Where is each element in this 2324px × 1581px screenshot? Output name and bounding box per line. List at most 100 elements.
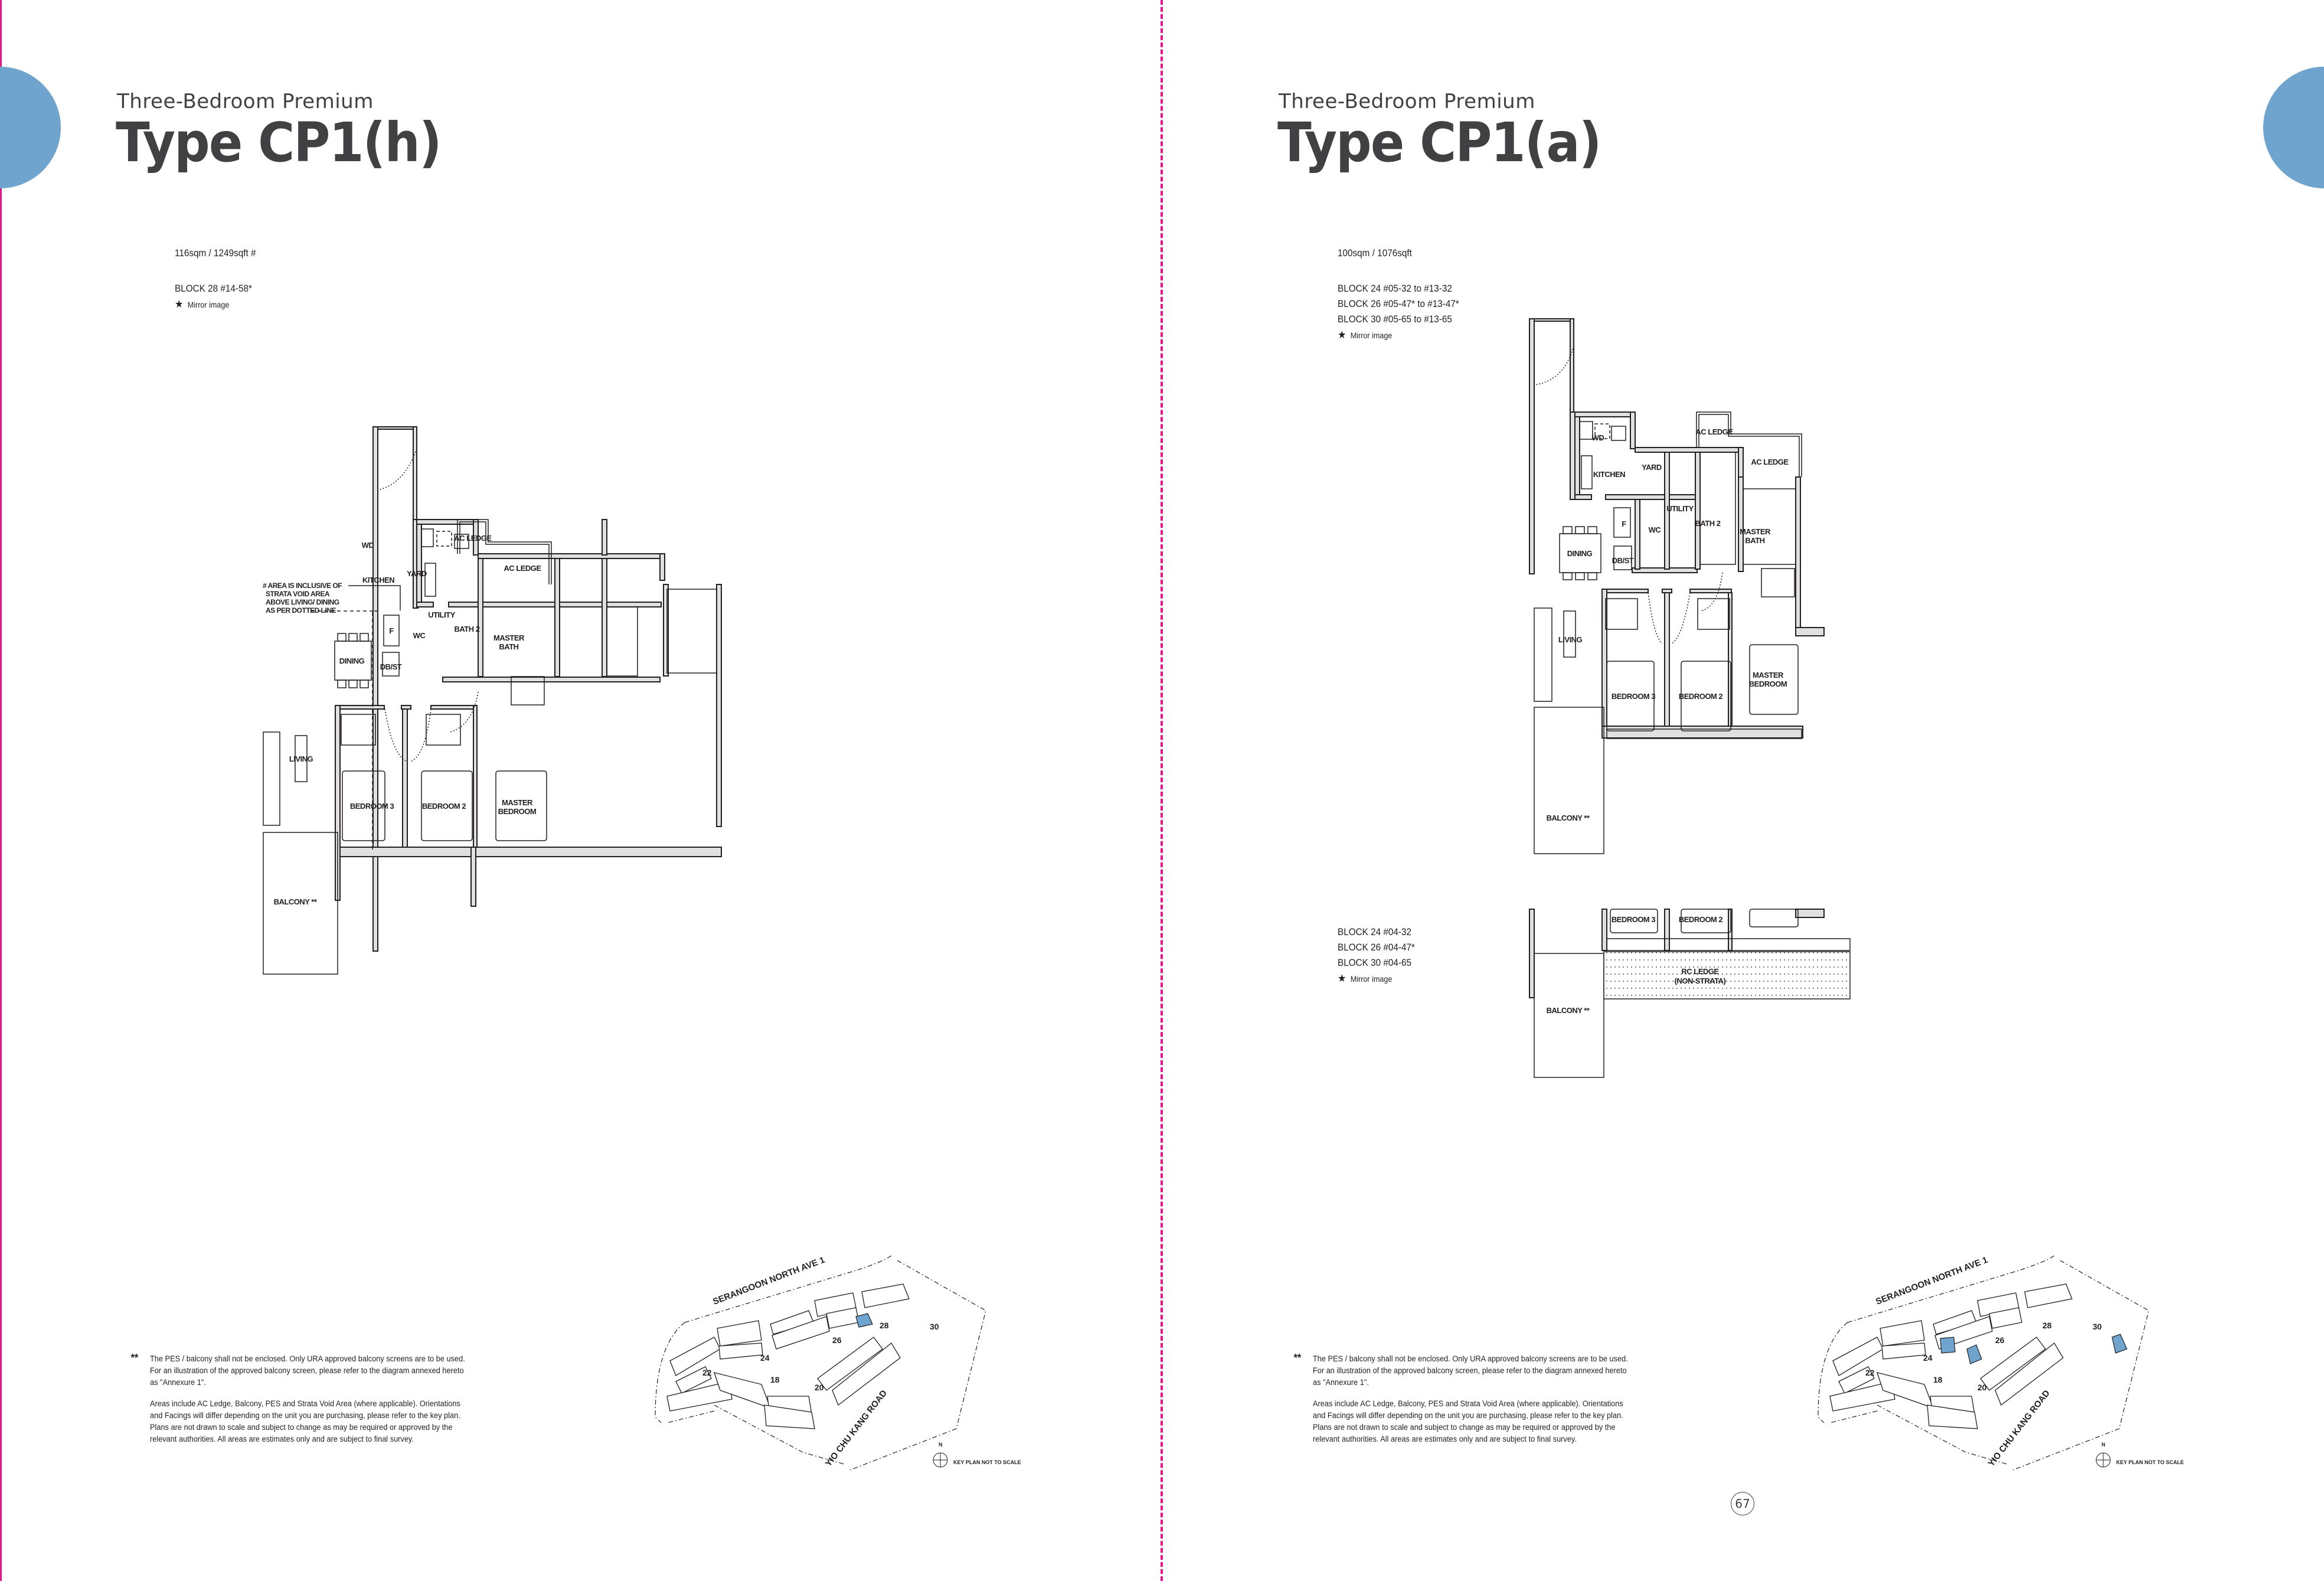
road-label-south: YIO CHU KANG ROAD — [1986, 1388, 2052, 1468]
room-label-bath2: BATH 2 — [1695, 519, 1721, 528]
left-page: Three-Bedroom Premium Type CP1(h) 116sqm… — [0, 0, 1161, 1581]
room-label-ac-ledge-2: AC LEDGE — [1751, 458, 1789, 466]
mirror-note: ★Mirror image — [1338, 972, 1393, 984]
footnotes: ** The PES / balcony shall not be enclos… — [131, 1352, 469, 1455]
block-label: 24 — [1923, 1353, 1933, 1363]
double-star-marker: ** — [1293, 1352, 1302, 1364]
block-label: 18 — [1933, 1375, 1943, 1384]
floor-plan-drawing: WD KITCHEN YARD UTILITY AC LEDGE AC LEDG… — [1529, 318, 1851, 1078]
block-label: 20 — [1977, 1383, 1987, 1392]
block-label: 30 — [2093, 1322, 2102, 1331]
block-label: 18 — [770, 1375, 780, 1384]
unit-info: 116sqm / 1249sqft # BLOCK 28 #14-58* ★Mi… — [175, 246, 256, 312]
double-star-marker: ** — [130, 1352, 139, 1364]
block-entry: BLOCK 24 #05-32 to #13-32 — [1338, 283, 1452, 294]
star-icon: ★ — [1338, 329, 1346, 341]
floor-plan-cp1h: WD KITCHEN YARD UTILITY AC LEDGE AC LEDG… — [254, 413, 962, 1004]
unit-area: 116sqm / 1249sqft # — [175, 247, 256, 259]
room-label-master-bath-2: BATH — [1745, 536, 1764, 545]
room-label-living: LIVING — [1558, 635, 1583, 644]
room-label-dining: DINING — [339, 656, 365, 665]
room-label-bedroom3-lower: BEDROOM 3 — [1612, 915, 1656, 924]
block-list-lower: BLOCK 24 #04-32 BLOCK 26 #04-47* BLOCK 3… — [1338, 925, 1415, 971]
room-label-wc: WC — [413, 631, 426, 640]
room-label-rc-ledge-non-strata: (NON-STRATA) — [1675, 976, 1726, 985]
room-label-kitchen: KITCHEN — [1593, 470, 1625, 479]
north-arrow-icon — [2096, 1452, 2111, 1468]
room-label-bedroom3: BEDROOM 3 — [1612, 692, 1656, 701]
center-fold-line — [1161, 0, 1163, 1581]
block-entry: BLOCK 28 #14-58* — [175, 283, 252, 294]
road-label-south: YIO CHU KANG ROAD — [823, 1388, 889, 1468]
room-label-bedroom2: BEDROOM 2 — [1679, 692, 1723, 701]
block-label: 28 — [880, 1321, 889, 1330]
room-label-master-bath-2: BATH — [499, 642, 518, 651]
room-label-kitchen: KITCHEN — [362, 576, 394, 584]
footnote-balcony: The PES / balcony shall not be enclosed.… — [150, 1354, 465, 1387]
strata-note-line: STRATA VOID AREA — [266, 590, 330, 598]
north-label: N — [939, 1442, 943, 1448]
room-label-wd: WD — [1592, 433, 1604, 442]
room-label-living: LIVING — [289, 754, 313, 763]
room-label-balcony: BALCONY ** — [274, 897, 318, 906]
mirror-note: ★Mirror image — [1338, 329, 1393, 341]
room-label-balcony-lower: BALCONY ** — [1547, 1006, 1590, 1015]
key-plan: SERANGOON NORTH AVE 1 YIO CHU KANG ROAD … — [1812, 1228, 2202, 1479]
unit-type-title: Type CP1(h) — [116, 111, 442, 174]
room-label-rc-ledge: RC LEDGE — [1681, 967, 1719, 976]
unit-category: Three-Bedroom Premium — [1279, 90, 1535, 113]
highlighted-unit-65 — [2111, 1334, 2127, 1354]
north-label: N — [2101, 1442, 2106, 1448]
unit-info: 100sqm / 1076sqft BLOCK 24 #05-32 to #13… — [1338, 246, 1459, 343]
block-entry: BLOCK 24 #04-32 — [1338, 926, 1412, 938]
block-label: 22 — [702, 1368, 712, 1377]
key-plan-map: SERANGOON NORTH AVE 1 YIO CHU KANG ROAD … — [655, 1255, 1021, 1471]
room-label-dbst: DB/ST — [380, 662, 402, 671]
key-plan: SERANGOON NORTH AVE 1 YIO CHU KANG ROAD … — [649, 1228, 1039, 1479]
key-plan-scale-note: KEY PLAN NOT TO SCALE — [953, 1459, 1021, 1465]
star-icon: ★ — [1338, 972, 1346, 984]
room-label-wd: WD — [362, 541, 374, 550]
right-page: Three-Bedroom Premium Type CP1(a) 100sqm… — [1163, 0, 2324, 1581]
room-label-ac-ledge-1: AC LEDGE — [454, 534, 492, 543]
road-label-north: SERANGOON NORTH AVE 1 — [711, 1255, 826, 1307]
block-label: 22 — [1865, 1368, 1875, 1377]
page-edge-marker — [0, 0, 2, 1581]
room-label-dining: DINING — [1567, 549, 1593, 558]
footnote-areas: Areas include AC Ledge, Balcony, PES and… — [1313, 1399, 1623, 1444]
room-label-master-bedroom-1: MASTER — [1753, 671, 1784, 680]
highlighted-unit-58 — [855, 1313, 873, 1328]
block-label: 20 — [815, 1383, 824, 1392]
room-label-dbst: DB/ST — [1612, 556, 1634, 565]
strata-note-line: AS PER DOTTED LINE — [266, 606, 336, 615]
strata-note-leader — [348, 585, 401, 610]
room-label-master-bath-1: MASTER — [493, 633, 525, 642]
room-label-yard: YARD — [407, 569, 427, 578]
footnote-areas: Areas include AC Ledge, Balcony, PES and… — [150, 1399, 460, 1444]
highlighted-unit-32 — [1940, 1337, 1956, 1354]
block-list: BLOCK 28 #14-58* — [175, 281, 256, 296]
footnote-balcony: The PES / balcony shall not be enclosed.… — [1313, 1354, 1628, 1387]
unit-info-lower: BLOCK 24 #04-32 BLOCK 26 #04-47* BLOCK 3… — [1338, 925, 1415, 987]
footnotes: ** The PES / balcony shall not be enclos… — [1294, 1352, 1632, 1455]
block-entry: BLOCK 26 #05-47* to #13-47* — [1338, 298, 1459, 309]
star-icon: ★ — [175, 298, 184, 310]
room-label-wc: WC — [1649, 525, 1662, 534]
highlighted-unit-47 — [1966, 1344, 1982, 1364]
room-label-yard: YARD — [1642, 463, 1662, 472]
floor-plan-drawing: WD KITCHEN YARD UTILITY AC LEDGE AC LEDG… — [263, 426, 722, 975]
room-label-ac-ledge-1: AC LEDGE — [1695, 427, 1733, 436]
key-plan-scale-note: KEY PLAN NOT TO SCALE — [2116, 1459, 2184, 1465]
unit-category: Three-Bedroom Premium — [117, 90, 374, 113]
block-label: 26 — [832, 1335, 842, 1345]
block-label: 30 — [930, 1322, 939, 1331]
room-label-fridge: F — [389, 626, 394, 635]
room-label-ac-ledge-2: AC LEDGE — [504, 564, 541, 573]
room-label-master-bedroom-1: MASTER — [502, 798, 533, 807]
block-label: 26 — [1995, 1335, 2005, 1345]
key-plan-map: SERANGOON NORTH AVE 1 YIO CHU KANG ROAD … — [1818, 1255, 2184, 1471]
room-label-balcony: BALCONY ** — [1547, 814, 1590, 822]
unit-type-title: Type CP1(a) — [1277, 111, 1601, 174]
room-label-master-bedroom-2: BEDROOM — [498, 807, 536, 816]
